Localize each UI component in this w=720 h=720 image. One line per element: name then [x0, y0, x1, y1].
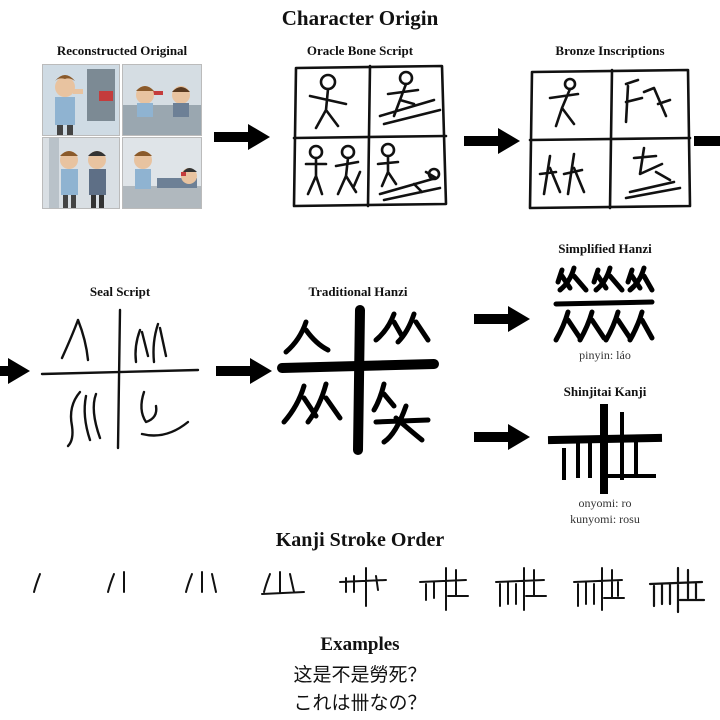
simplified-hanzi-glyph — [553, 265, 655, 343]
traditional-hanzi-glyph — [277, 305, 439, 455]
oracle-bone-glyph — [292, 64, 448, 208]
stroke-step-9 — [648, 566, 706, 614]
comic-panel-1 — [42, 64, 120, 136]
stroke-order-title: Kanji Stroke Order — [275, 529, 445, 551]
stroke-step-2 — [107, 571, 125, 593]
stroke-step-3 — [185, 571, 217, 593]
comic-panel-3 — [42, 137, 120, 209]
right-arrow-icon — [474, 424, 530, 450]
right-arrow-icon — [0, 358, 30, 384]
example-sentence-chinese: 这是不是勞死？ — [293, 664, 427, 686]
simplified-label: Simplified Hanzi — [558, 241, 652, 256]
oracle-label: Oracle Bone Script — [306, 43, 414, 58]
comic-panel-2 — [122, 64, 202, 136]
right-arrow-icon — [214, 124, 270, 150]
right-arrow-icon — [464, 128, 520, 154]
comic-panel-4 — [122, 137, 202, 209]
stroke-step-1 — [33, 573, 41, 593]
simplified-reading: pinyin: láo — [579, 348, 631, 362]
seal-script-glyph — [40, 308, 200, 450]
stroke-step-8 — [573, 567, 625, 611]
traditional-label: Traditional Hanzi — [308, 284, 408, 299]
seal-label: Seal Script — [89, 284, 151, 299]
examples-title: Examples — [320, 634, 400, 655]
bronze-inscription-glyph — [528, 68, 692, 210]
stroke-step-7 — [495, 567, 547, 611]
shinjitai-onyomi: onyomi: ro — [578, 496, 632, 510]
bronze-label: Bronze Inscriptions — [555, 43, 665, 58]
shinjitai-kanji-glyph — [547, 404, 663, 494]
right-arrow-icon — [694, 136, 720, 146]
reconstructed-label: Reconstructed Original — [56, 43, 188, 58]
shinjitai-kunyomi: kunyomi: rosu — [570, 512, 640, 526]
right-arrow-icon — [216, 358, 272, 384]
shinjitai-label: Shinjitai Kanji — [563, 384, 647, 399]
right-arrow-icon — [474, 306, 530, 332]
stroke-step-6 — [419, 567, 469, 611]
stroke-step-4 — [261, 571, 305, 595]
stroke-step-5 — [339, 567, 387, 607]
page-title: Character Origin — [281, 6, 439, 30]
example-sentence-japanese: これは卌なの？ — [293, 692, 427, 714]
